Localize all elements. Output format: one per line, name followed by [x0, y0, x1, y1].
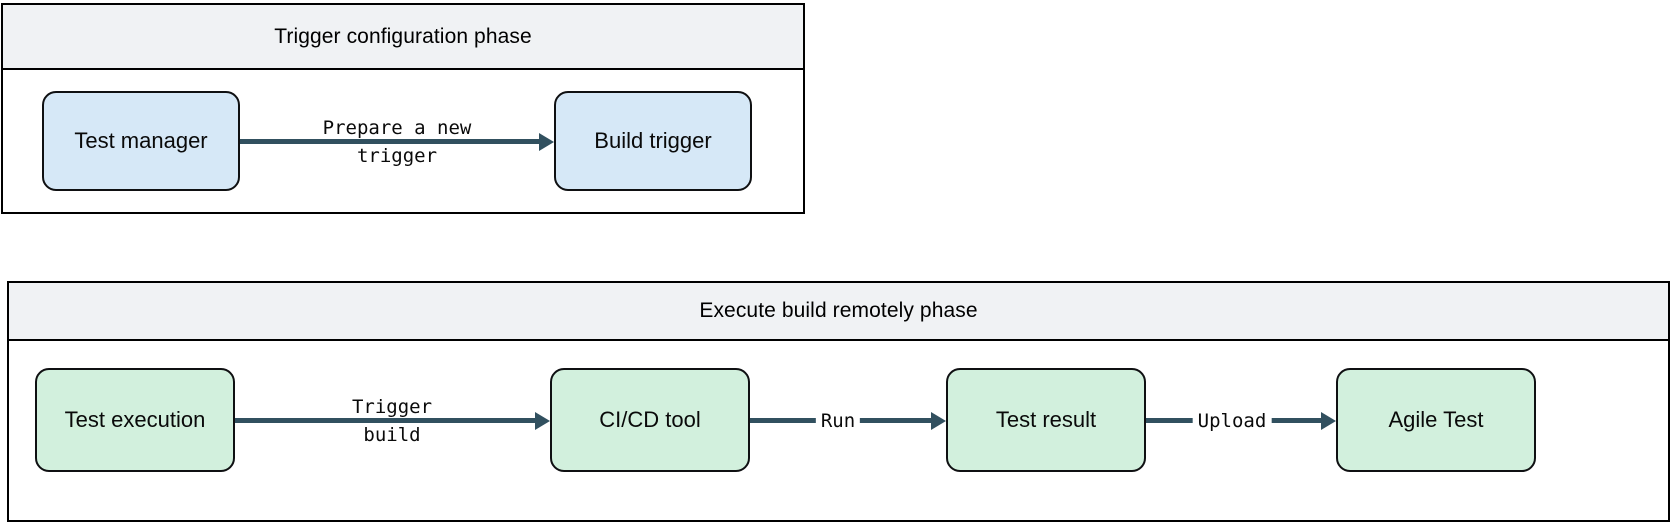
phase-body-trigger-configuration: Test manager Build trigger Prepare a new…: [3, 70, 803, 212]
edge-run-arrowhead: [931, 412, 946, 430]
phase-header-trigger-configuration: Trigger configuration phase: [3, 5, 803, 70]
node-cicd-tool[interactable]: CI/CD tool: [550, 368, 750, 472]
edge-run-label: Run: [815, 408, 861, 436]
node-build-trigger-label: Build trigger: [594, 128, 712, 154]
edge-upload-label: Upload: [1192, 408, 1272, 436]
phase-execute-build-remotely: Execute build remotely phase Test execut…: [7, 281, 1670, 522]
edge-trigger-build-line: [235, 418, 536, 423]
edge-prepare-a-new-trigger-line: [240, 139, 540, 144]
edge-prepare-a-new-trigger-arrowhead: [539, 133, 554, 151]
node-cicd-tool-label: CI/CD tool: [599, 407, 701, 433]
node-agile-test-label: Agile Test: [1388, 407, 1484, 433]
phase-trigger-configuration: Trigger configuration phase Test manager…: [1, 3, 805, 214]
edge-upload-arrowhead: [1321, 412, 1336, 430]
node-test-execution-label: Test execution: [64, 407, 206, 433]
phase-body-execute-build-remotely: Test execution CI/CD tool Test result Ag…: [9, 341, 1668, 520]
node-test-result[interactable]: Test result: [946, 368, 1146, 472]
node-test-execution[interactable]: Test execution: [35, 368, 235, 472]
node-test-result-label: Test result: [995, 407, 1097, 433]
edge-trigger-build-arrowhead: [535, 412, 550, 430]
edge-trigger-build-label: Trigger build: [351, 396, 433, 446]
node-test-manager[interactable]: Test manager: [42, 91, 240, 191]
edge-prepare-a-new-trigger-label: Prepare a new trigger: [322, 117, 472, 167]
node-agile-test[interactable]: Agile Test: [1336, 368, 1536, 472]
node-build-trigger[interactable]: Build trigger: [554, 91, 752, 191]
phase-header-execute-build-remotely: Execute build remotely phase: [9, 283, 1668, 341]
node-test-manager-label: Test manager: [74, 128, 208, 154]
